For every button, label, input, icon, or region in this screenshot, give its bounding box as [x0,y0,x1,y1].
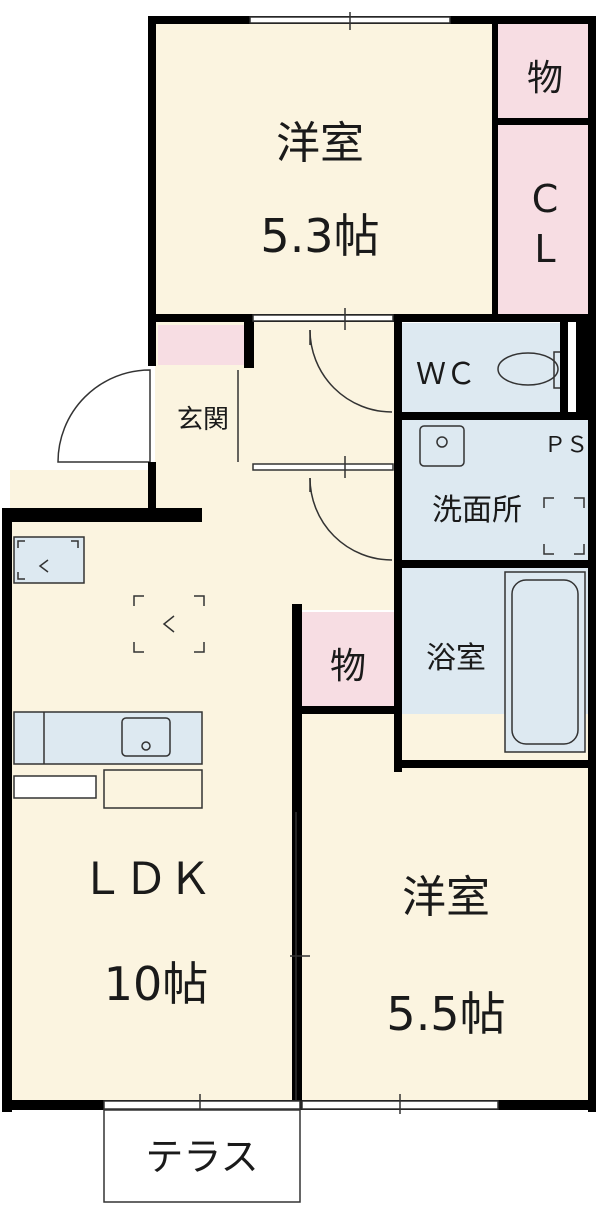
storage-mid-floor [302,612,394,712]
bedroom-bottom-size: 5.5帖 [386,987,505,1041]
windows [103,12,499,1114]
entrance-label: 玄関 [177,405,229,435]
bedroom-bottom-label: 洋室 [402,872,490,923]
wash-basin-icon [419,425,465,467]
terrace-label: テラス [145,1135,258,1179]
storage-top-label: 物 [527,58,563,99]
washroom-label: 洗面所 [432,493,522,528]
hall-lower-floor [155,468,397,610]
bedroom-bottom-floor [302,714,590,1106]
wc-floor [400,323,565,418]
shoe-storage-floor [158,325,246,365]
bedroom-top-floor [155,22,495,317]
closet-floor [498,124,592,317]
entrance-floor [155,366,247,466]
storage-top-floor [498,22,592,120]
kitchen-counter [13,711,203,809]
bedroom-top-label: 洋室 [276,118,364,169]
bedroom-top-size: 5.3帖 [260,209,379,263]
ventilation-icon [133,595,205,653]
bathtub-icon [504,571,586,753]
hall-door-upper[interactable] [309,329,393,413]
closet-label-l: L [534,227,555,271]
ldk-label: ＬＤＫ [80,854,212,905]
bathroom-label: 浴室 [426,641,486,676]
closet-label-c: C [532,177,559,221]
wc-label: ＷＣ [416,357,476,392]
storage-mid-label: 物 [330,646,366,687]
washroom-door[interactable] [309,477,393,561]
washroom-vent-icon [543,497,585,555]
terrace-box [103,1109,301,1203]
sink-icon [121,717,171,757]
ldk-size: 10帖 [104,957,209,1011]
washroom-floor [400,420,590,565]
entrance-door[interactable] [57,369,151,463]
ps-label: ＰＳ [544,433,588,458]
aircon-icon [13,536,85,584]
